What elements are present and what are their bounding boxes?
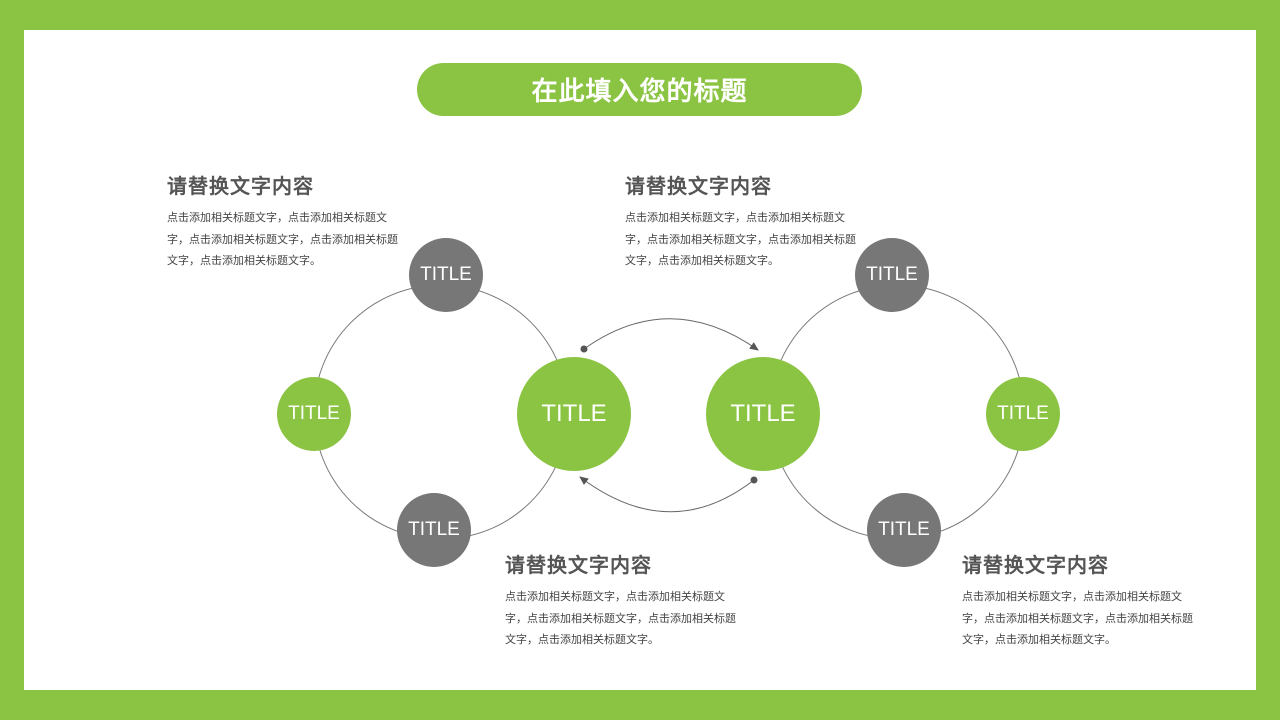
node-right-right[interactable]: TITLE [986, 377, 1060, 451]
node-left-top[interactable]: TITLE [409, 238, 483, 312]
text-block-bottom-right: 请替换文字内容 点击添加相关标题文字，点击添加相关标题文字，点击添加相关标题文字… [962, 549, 1202, 651]
text-block-top-right: 请替换文字内容 点击添加相关标题文字，点击添加相关标题文字，点击添加相关标题文字… [625, 170, 865, 272]
node-right-bottom[interactable]: TITLE [867, 493, 941, 567]
text-block-body: 点击添加相关标题文字，点击添加相关标题文字，点击添加相关标题文字，点击添加相关标… [962, 590, 1193, 646]
slide-canvas [24, 30, 1256, 690]
text-block-body: 点击添加相关标题文字，点击添加相关标题文字，点击添加相关标题文字，点击添加相关标… [505, 590, 736, 646]
slide-title: 在此填入您的标题 [417, 63, 862, 116]
text-block-body: 点击添加相关标题文字，点击添加相关标题文字，点击添加相关标题文字，点击添加相关标… [625, 211, 856, 267]
text-block-heading: 请替换文字内容 [625, 174, 772, 198]
text-block-heading: 请替换文字内容 [167, 174, 314, 198]
bottom-arrow-start-dot [750, 476, 758, 484]
top-arrow-start-dot [580, 345, 588, 353]
node-right-top[interactable]: TITLE [855, 238, 929, 312]
node-right-center[interactable]: TITLE [706, 357, 820, 471]
node-left-center[interactable]: TITLE [517, 357, 631, 471]
node-left-left[interactable]: TITLE [277, 377, 351, 451]
text-block-body: 点击添加相关标题文字，点击添加相关标题文字，点击添加相关标题文字，点击添加相关标… [167, 211, 398, 267]
node-left-bottom[interactable]: TITLE [397, 493, 471, 567]
text-block-bottom-center: 请替换文字内容 点击添加相关标题文字，点击添加相关标题文字，点击添加相关标题文字… [505, 549, 745, 651]
text-block-top-left: 请替换文字内容 点击添加相关标题文字，点击添加相关标题文字，点击添加相关标题文字… [167, 170, 407, 272]
top-arrow [583, 318, 759, 351]
text-block-heading: 请替换文字内容 [505, 553, 652, 577]
bottom-arrow [579, 476, 755, 513]
text-block-heading: 请替换文字内容 [962, 553, 1109, 577]
